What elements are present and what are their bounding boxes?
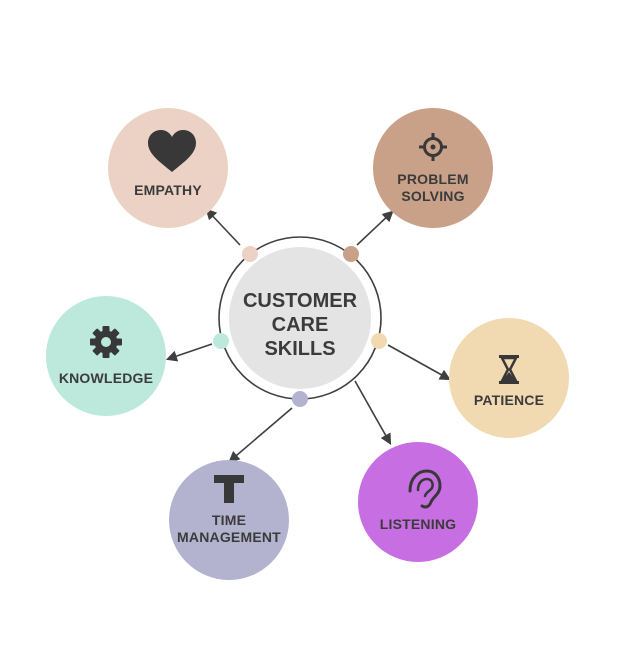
skill-time-management-circle [169, 460, 289, 580]
dot-empathy [242, 246, 258, 262]
center-hub: CUSTOMER CARE SKILLS [218, 236, 382, 400]
t-tool-icon [214, 475, 244, 503]
skill-listening-circle [358, 442, 478, 562]
arrow-empathy [205, 208, 241, 246]
connectors [165, 208, 451, 463]
skill-knowledge-label: KNOWLEDGE [59, 370, 153, 386]
gear-icon [90, 326, 122, 358]
skill-empathy: EMPATHY [108, 108, 228, 228]
dot-time-management [292, 391, 308, 407]
center-title-line3: SKILLS [264, 338, 335, 360]
ring-dots [213, 246, 387, 407]
arrow-knowledge [165, 343, 213, 362]
skill-listening-label: LISTENING [380, 516, 456, 532]
skill-patience-label: PATIENCE [474, 392, 544, 408]
arrow-patience [387, 344, 451, 381]
ear-icon [408, 469, 442, 509]
skill-time-management: TIME MANAGEMENT [169, 460, 289, 580]
skill-listening: LISTENING [358, 442, 478, 562]
dot-knowledge [213, 333, 229, 349]
arrow-time-management [228, 407, 293, 463]
skill-problem-solving-label-line2: SOLVING [401, 188, 464, 204]
center-title-line1: CUSTOMER [243, 290, 358, 312]
skill-problem-solving-circle [373, 108, 493, 228]
center-title-line2: CARE [272, 314, 329, 336]
skill-time-management-label-line1: TIME [212, 512, 246, 528]
arrow-problem-solving [356, 210, 394, 246]
hourglass-icon [499, 355, 519, 384]
arrow-listening [354, 380, 392, 445]
dot-problem-solving [343, 246, 359, 262]
skill-problem-solving: PROBLEM SOLVING [373, 108, 493, 228]
skill-problem-solving-label-line1: PROBLEM [397, 171, 468, 187]
skill-knowledge: KNOWLEDGE [46, 296, 166, 416]
dot-patience [371, 333, 387, 349]
heart-icon [148, 130, 196, 172]
skill-patience: PATIENCE [449, 318, 569, 438]
crosshair-icon [419, 133, 447, 161]
skill-empathy-label: EMPATHY [134, 182, 202, 198]
center-circle [229, 247, 371, 389]
skill-time-management-label-line2: MANAGEMENT [177, 529, 281, 545]
